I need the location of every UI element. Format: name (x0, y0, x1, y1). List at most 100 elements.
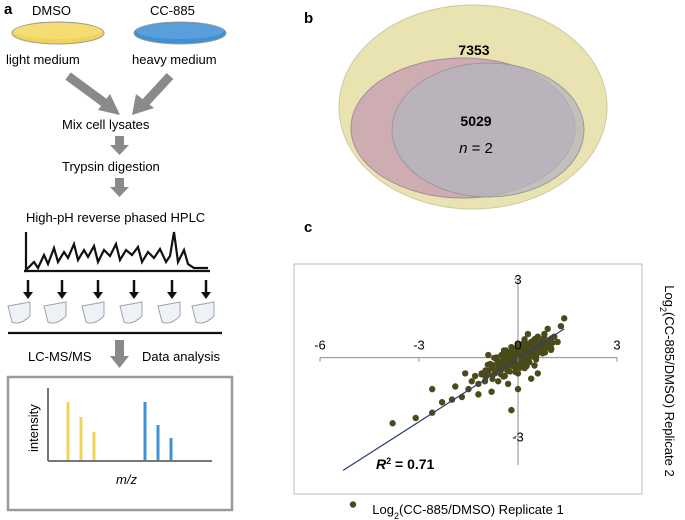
tube-icon (81, 301, 105, 324)
data-point (554, 338, 561, 346)
arrow-down-2-icon (110, 187, 129, 197)
data-point (495, 378, 502, 385)
light-medium-label: light medium (6, 52, 80, 67)
venn-replicate-2 (391, 62, 585, 198)
data-point (557, 323, 565, 330)
spectrum-xlabel: m/z (116, 472, 137, 487)
fraction-arrow-icon (201, 292, 211, 299)
data-point (528, 375, 535, 382)
mix-label: Mix cell lysates (62, 117, 150, 132)
scatter-frame (293, 263, 643, 495)
hplc-label: High-pH reverse phased HPLC (26, 210, 205, 225)
arrow-down-3-shaft (115, 340, 124, 358)
data-point (478, 371, 485, 378)
arrowhead-heavy (132, 94, 154, 115)
data-point (475, 391, 482, 398)
dmso-label: DMSO (32, 3, 71, 18)
data-point (539, 350, 546, 357)
data-point (412, 414, 419, 422)
lcms-label: LC-MS/MS (28, 349, 92, 364)
spectrum-peaks (66, 402, 173, 460)
chromatogram-trace (24, 231, 208, 273)
trendline (342, 328, 565, 471)
panel-a: a DMSO CC-885 light medium heavy medium … (4, 1, 234, 512)
x-tick-label: 3 (613, 338, 620, 353)
data-point (471, 372, 479, 380)
data-point (510, 345, 517, 352)
scatter-fit (342, 328, 565, 471)
fraction-arrows (23, 280, 211, 299)
data-point (524, 330, 532, 338)
panel-c-label: c (304, 219, 312, 236)
panel-b: b 7353 5029 n = 2 (304, 4, 608, 210)
scatter-ticks: -6 -3 0 3 3 -3 (314, 272, 620, 444)
arrow-light-to-mix (65, 72, 109, 108)
tube-icon (43, 301, 67, 324)
fraction-arrow-icon (93, 292, 103, 299)
data-point (389, 420, 396, 427)
data-point (534, 370, 541, 377)
data-point (493, 354, 500, 361)
data-point (508, 406, 515, 414)
tube-icon (7, 301, 31, 324)
data-point (524, 342, 531, 349)
data-point (452, 383, 459, 390)
arrow-down-2-shaft (115, 178, 124, 188)
data-point (487, 360, 494, 367)
light-dish-surface (14, 23, 102, 39)
arrow-down-3-icon (110, 356, 129, 368)
arrow-down-1-shaft (115, 136, 124, 146)
data-point (529, 350, 536, 357)
r-squared-annotation: R2 = 0.71 (376, 456, 435, 472)
fraction-arrow-icon (23, 292, 33, 299)
fraction-arrow-icon (167, 292, 177, 299)
arrow-down-1-icon (110, 145, 129, 155)
x-tick-label: -3 (413, 338, 425, 353)
y-tick-label: -3 (512, 429, 524, 444)
panel-c: c -6 -3 0 3 3 -3 R2 = 0.71 Log2(CC-885/DMSO) … (293, 219, 677, 520)
spectrum-ylabel: intensity (26, 404, 41, 452)
fraction-arrow-icon (129, 292, 139, 299)
trypsin-label: Trypsin digestion (62, 159, 160, 174)
scatter-ylabel: Log2(CC-885/DMSO) Replicate 2 (658, 285, 677, 476)
outer-count: 7353 (458, 42, 489, 58)
data-point (514, 340, 521, 347)
data-point (502, 350, 509, 357)
scatter-xlabel: Log2(CC-885/DMSO) Replicate 1 (372, 502, 563, 520)
replicate-n: n = 2 (459, 140, 493, 157)
data-point (518, 357, 525, 364)
data-point (548, 345, 555, 352)
heavy-dish-surface (136, 23, 224, 39)
data-point (512, 369, 519, 376)
data-point (561, 315, 568, 322)
data-point (546, 336, 553, 343)
data-point (530, 343, 537, 350)
panel-b-label: b (304, 10, 313, 27)
data-point (468, 378, 475, 385)
data-point (462, 370, 469, 377)
data-point (482, 374, 489, 381)
tube-icon (191, 301, 215, 324)
data-point (349, 501, 357, 508)
fraction-arrow-icon (57, 292, 67, 299)
cc885-label: CC-885 (150, 3, 195, 18)
heavy-medium-label: heavy medium (132, 52, 217, 67)
data-point (544, 325, 551, 333)
tube-icon (119, 301, 143, 324)
data-analysis-label: Data analysis (142, 349, 221, 364)
collection-tubes (7, 301, 215, 324)
tube-icon (157, 301, 181, 324)
overlap-count: 5029 (460, 113, 491, 129)
x-tick-label: -6 (314, 338, 326, 353)
data-point (488, 388, 495, 395)
y-tick-label: 3 (514, 272, 521, 287)
data-point (485, 351, 492, 359)
data-point (531, 362, 538, 369)
panel-a-label: a (4, 1, 13, 18)
data-point (514, 385, 522, 393)
arrowhead-light (98, 94, 120, 115)
spectrum-box (6, 375, 234, 512)
x-tick-label: 0 (514, 338, 521, 353)
data-point (429, 385, 436, 393)
